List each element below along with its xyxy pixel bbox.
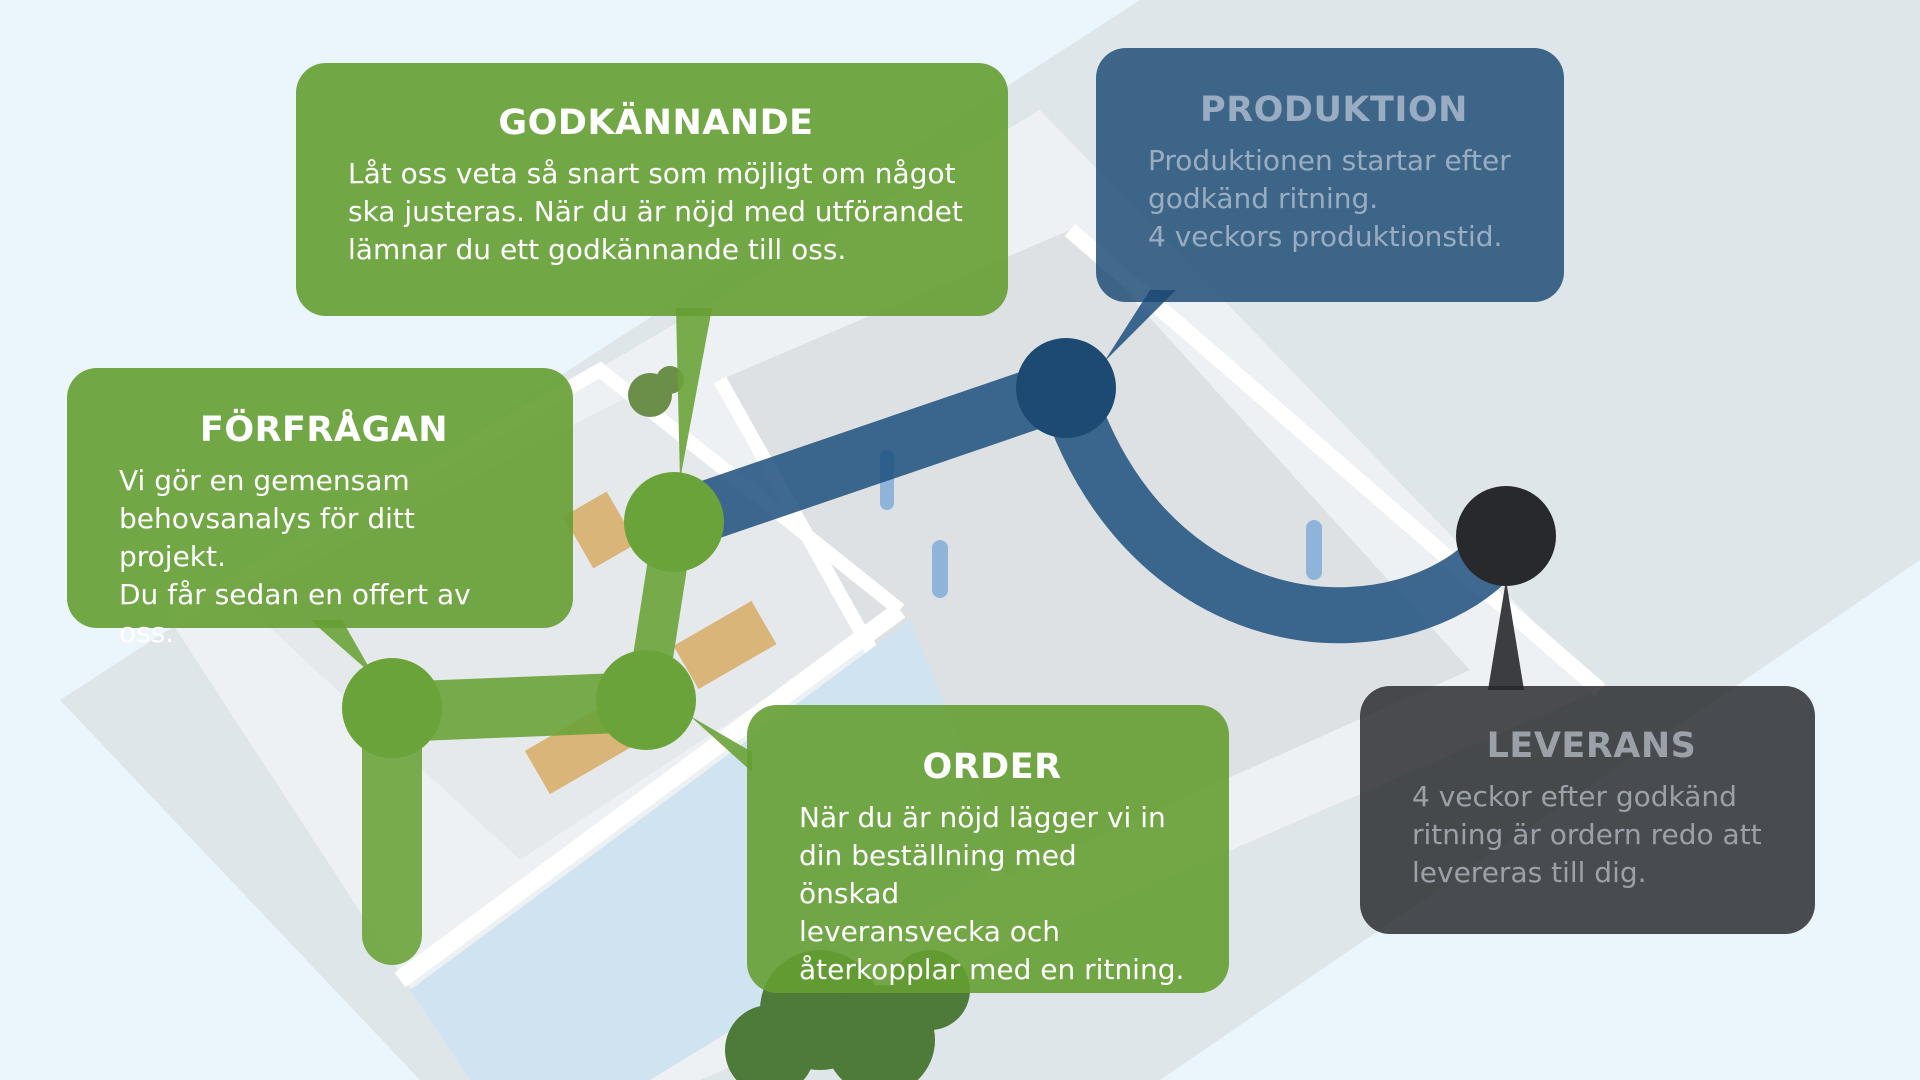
step-leverans-text: 4 veckor efter godkänd ritning är ordern…: [1412, 780, 1762, 889]
wall-front: [394, 602, 906, 988]
tail-order: [690, 716, 752, 772]
connector-produktion-leverans: [1038, 360, 1534, 644]
step-produktion-callout: PRODUKTION Produktionen startar efter go…: [1096, 48, 1564, 302]
node-produktion: [1016, 338, 1116, 438]
tail-forfragan: [310, 620, 374, 676]
node-forfragan: [342, 658, 442, 758]
connector-godkannande-produktion: [664, 359, 1076, 551]
node-order: [596, 650, 696, 750]
step-godkannande-text: Låt oss veta så snart som möjligt om någ…: [348, 157, 963, 266]
step-produktion-title: PRODUKTION: [1200, 90, 1468, 130]
step-forfragan-title: FÖRFRÅGAN: [199, 410, 449, 450]
tail-leverans: [1488, 580, 1524, 690]
step-godkannande-title: GODKÄNNANDE: [498, 103, 814, 143]
step-order-title: ORDER: [922, 747, 1062, 787]
step-produktion-text: Produktionen startar efter godkänd ritni…: [1148, 144, 1511, 253]
step-forfragan-text: Vi gör en gemensam behovsanalys för ditt…: [119, 464, 471, 649]
step-order-text: När du är nöjd lägger vi in din beställn…: [799, 801, 1185, 986]
tail-produktion: [1104, 290, 1176, 362]
tail-godkannande: [676, 308, 712, 480]
node-leverans: [1456, 486, 1556, 586]
production-room-floor: [720, 230, 1470, 880]
step-leverans-title: LEVERANS: [1486, 726, 1697, 766]
step-leverans-callout: LEVERANS 4 veckor efter godkänd ritning …: [1360, 686, 1815, 934]
plant: [628, 366, 684, 417]
step-order-callout: ORDER När du är nöjd lägger vi in din be…: [747, 705, 1229, 993]
node-godkannande: [624, 472, 724, 572]
step-forfragan-callout: FÖRFRÅGAN Vi gör en gemensam behovsanaly…: [67, 368, 573, 649]
step-godkannande-callout: GODKÄNNANDE Låt oss veta så snart som mö…: [296, 63, 1008, 316]
